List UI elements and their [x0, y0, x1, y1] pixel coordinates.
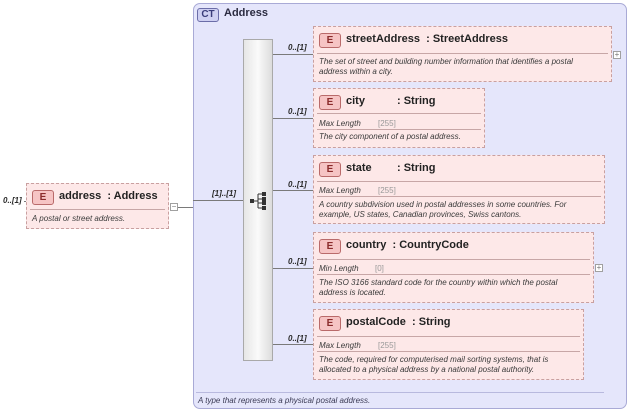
- child-occurrence-label: 0..[1]: [288, 107, 307, 116]
- facet-value: [0]: [375, 264, 384, 273]
- element-documentation-line-1: The city component of a postal address.: [319, 132, 461, 141]
- element-badge: E: [319, 95, 341, 110]
- child-connector: [273, 344, 314, 345]
- facet-separator: [317, 274, 590, 275]
- element-name: state: [346, 162, 372, 174]
- element-type: : String: [397, 95, 436, 107]
- element-badge: E: [319, 316, 341, 331]
- element-separator: [30, 209, 165, 210]
- element-documentation-line-2: address within a city.: [319, 67, 393, 76]
- element-badge: E: [319, 162, 341, 177]
- expand-toggle[interactable]: +: [613, 50, 621, 59]
- child-connector: [273, 190, 314, 191]
- facet-label: Max Length: [319, 186, 361, 195]
- facet-value: [255]: [378, 341, 396, 350]
- facet-separator: [317, 351, 580, 352]
- child-occurrence-label: 0..[1]: [288, 257, 307, 266]
- child-connector: [273, 54, 314, 55]
- element-postalCode[interactable]: E postalCode : String Max Length [255] T…: [313, 309, 584, 380]
- facet-label: Min Length: [319, 264, 359, 273]
- element-documentation-line-1: A country subdivision used in postal add…: [319, 200, 567, 209]
- complex-type-title: Address: [224, 7, 269, 19]
- facet-value: [255]: [378, 119, 396, 128]
- child-connector: [273, 118, 314, 119]
- root-occurrence-label: 0..[1]: [3, 196, 22, 205]
- element-documentation-line-1: The set of street and building number in…: [319, 57, 573, 66]
- element-documentation-line-1: The code, required for computerised mail…: [319, 355, 549, 364]
- facet-separator: [317, 196, 601, 197]
- child-occurrence-label: 0..[1]: [288, 180, 307, 189]
- collapse-toggle[interactable]: −: [170, 202, 178, 211]
- element-state[interactable]: E state : String Max Length [255] A coun…: [313, 155, 605, 224]
- element-name: city: [346, 95, 365, 107]
- element-documentation-line-2: address is located.: [319, 288, 386, 297]
- element-separator: [317, 113, 481, 114]
- element-city[interactable]: E city : String Max Length [255] The cit…: [313, 88, 485, 148]
- element-name: country : CountryCode: [346, 239, 469, 251]
- child-connector: [273, 268, 314, 269]
- facet-separator: [317, 129, 481, 130]
- element-documentation: A postal or street address.: [32, 214, 126, 223]
- element-country[interactable]: E country : CountryCode Min Length [0] T…: [313, 232, 594, 303]
- element-documentation-line-1: The ISO 3166 standard code for the count…: [319, 278, 558, 287]
- sequence-occurrence-label: [1]..[1]: [212, 189, 236, 198]
- complex-type-footer-separator: [196, 392, 604, 393]
- element-type: : String: [397, 162, 436, 174]
- root-to-type-connector: [178, 207, 193, 208]
- element-streetAddress[interactable]: E streetAddress : StreetAddress The set …: [313, 26, 612, 82]
- element-separator: [317, 336, 580, 337]
- facet-value: [255]: [378, 186, 396, 195]
- element-badge: E: [319, 33, 341, 48]
- sequence-icon: [250, 192, 266, 210]
- child-occurrence-label: 0..[1]: [288, 43, 307, 52]
- facet-label: Max Length: [319, 119, 361, 128]
- element-separator: [317, 181, 601, 182]
- element-badge: E: [32, 190, 54, 205]
- facet-label: Max Length: [319, 341, 361, 350]
- root-connector-left: [24, 201, 26, 202]
- element-badge: E: [319, 239, 341, 254]
- element-separator: [317, 259, 590, 260]
- element-name: streetAddress : StreetAddress: [346, 33, 509, 45]
- element-address[interactable]: E address : Address A postal or street a…: [26, 183, 169, 229]
- complex-type-documentation: A type that represents a physical postal…: [198, 396, 371, 405]
- child-occurrence-label: 0..[1]: [288, 334, 307, 343]
- expand-toggle[interactable]: +: [595, 263, 603, 272]
- element-documentation-line-2: example, US states, Canadian provinces, …: [319, 210, 522, 219]
- sequence-connector: [193, 200, 243, 201]
- element-documentation-line-2: allocated to a physical address by a nat…: [319, 365, 535, 374]
- element-separator: [317, 53, 608, 54]
- element-name: postalCode : String: [346, 316, 451, 328]
- element-name: address : Address: [59, 190, 158, 202]
- complex-type-badge: CT: [197, 8, 219, 22]
